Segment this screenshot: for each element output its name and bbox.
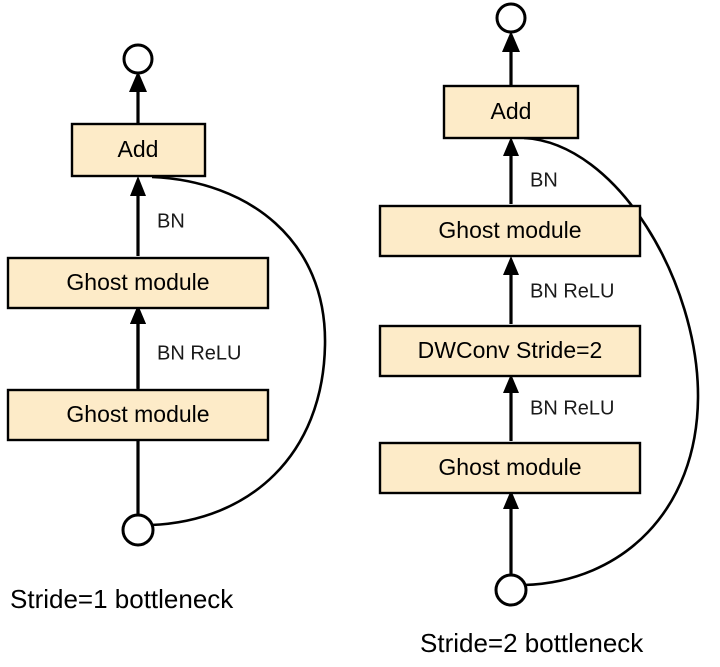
stride2-block-ghost-module-top[interactable]: [378, 204, 642, 258]
stride2-block-label-dwconv: DWConv Stride=2: [418, 337, 603, 363]
stride2-arrowhead-5: [502, 31, 520, 52]
stride2-edge-label-bn-relu-lower: BN ReLU: [530, 397, 614, 419]
stride1-edge-label-bn-relu: BN ReLU: [157, 342, 241, 364]
stride2-arrowhead-4: [503, 137, 519, 156]
stride1-edge-label-bn: BN: [157, 210, 185, 232]
stride2-block-ghost-module-bottom[interactable]: [378, 441, 642, 495]
stride2-arrowhead-2: [503, 374, 519, 393]
stride2-edge-label-bn: BN: [530, 169, 558, 191]
stride2-input-circle[interactable]: [494, 573, 528, 607]
stride2-block-dwconv[interactable]: [378, 324, 642, 378]
stride1-arrowhead-4: [129, 71, 147, 92]
stride1-diagram: Ghost module BN ReLU Ghost module BN Add: [6, 43, 327, 614]
stride1-skip-connection: [150, 175, 327, 527]
stride2-block-label-ghost-module-bottom: Ghost module: [438, 454, 581, 480]
stride2-edge-label-bn-relu-upper: BN ReLU: [530, 280, 614, 302]
stride2-block-label-add: Add: [491, 98, 532, 124]
stride1-block-label-add: Add: [118, 136, 159, 162]
stride1-block-ghost-module-top[interactable]: [6, 256, 270, 310]
stride1-block-ghost-module-bottom[interactable]: [6, 388, 270, 442]
stride1-output-circle[interactable]: [122, 43, 154, 75]
stride2-block-label-ghost-module-top: Ghost module: [438, 217, 581, 243]
stride1-arrowhead-2: [130, 305, 146, 324]
stride1-input-circle[interactable]: [121, 513, 155, 547]
stride2-caption: Stride=2 bottleneck: [420, 628, 644, 658]
stride2-skip-connection: [523, 136, 700, 587]
stride2-arrowhead-1: [503, 490, 519, 509]
stride1-block-label-ghost-module-bottom: Ghost module: [66, 401, 209, 427]
stride1-block-add[interactable]: [70, 122, 207, 178]
stride2-diagram: Ghost module BN ReLU DWConv Stride=2 BN …: [378, 2, 700, 658]
stride2-output-circle[interactable]: [495, 2, 527, 34]
stride1-caption: Stride=1 bottleneck: [10, 584, 234, 614]
stride1-block-label-ghost-module-top: Ghost module: [66, 269, 209, 295]
stride2-arrowhead-3: [503, 256, 519, 275]
stride1-arrowhead-3: [130, 176, 146, 196]
